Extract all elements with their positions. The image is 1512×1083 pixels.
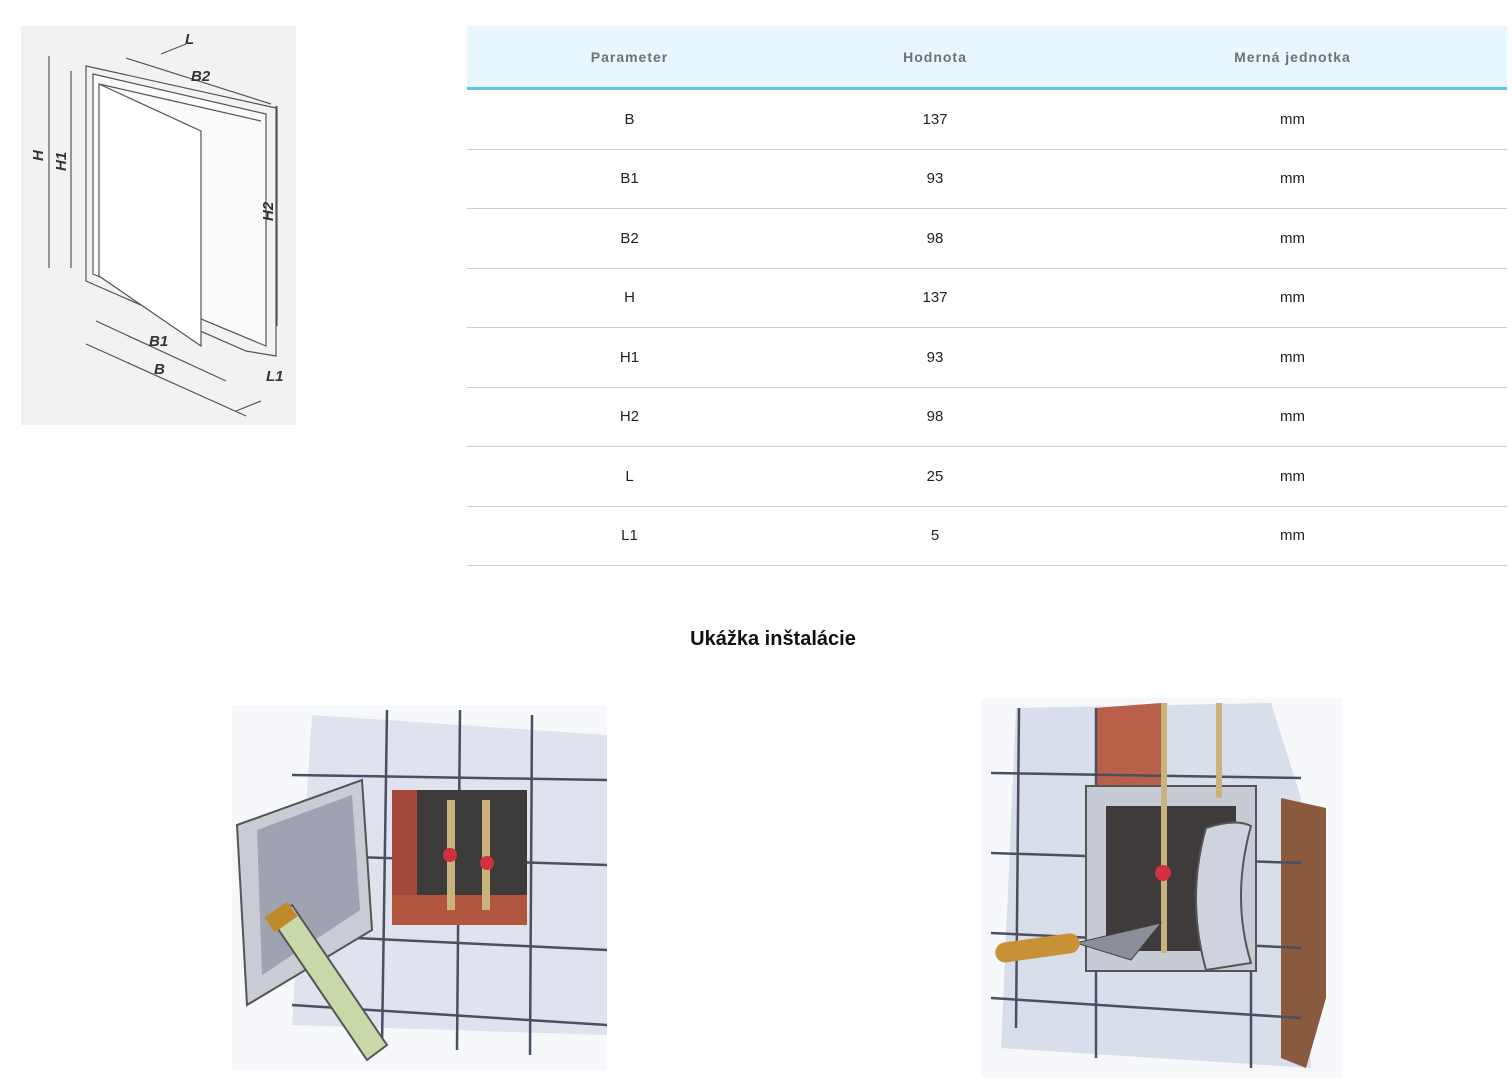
cell-parameter: H1 <box>467 327 792 388</box>
installation-image-sealant <box>232 705 608 1070</box>
label-l1: L1 <box>266 368 284 385</box>
cell-value: 137 <box>792 268 1078 328</box>
cell-parameter: H2 <box>467 387 792 447</box>
cell-unit: mm <box>1078 387 1507 447</box>
label-h: H <box>30 149 47 161</box>
cell-value: 5 <box>792 506 1078 566</box>
cell-unit: mm <box>1078 208 1507 269</box>
label-b1: B1 <box>149 333 168 350</box>
label-b2: B2 <box>191 68 211 85</box>
cell-parameter: L <box>467 446 792 507</box>
header-parameter: Parameter <box>467 26 792 90</box>
cell-unit: mm <box>1078 149 1507 209</box>
label-h2: H2 <box>260 201 277 221</box>
cell-unit: mm <box>1078 446 1507 507</box>
header-value: Hodnota <box>792 26 1078 90</box>
installation-title: Ukážka inštalácie <box>690 628 856 650</box>
cell-value: 93 <box>792 149 1078 209</box>
dimension-diagram: H H1 H2 B2 L B1 B L1 <box>21 26 296 425</box>
label-h1: H1 <box>53 152 70 171</box>
header-unit: Merná jednotka <box>1078 26 1507 90</box>
cell-parameter: L1 <box>467 506 792 566</box>
label-b: B <box>154 361 165 378</box>
installation-image-trowel <box>981 698 1343 1078</box>
cell-parameter: B1 <box>467 149 792 209</box>
cell-parameter: B2 <box>467 208 792 269</box>
cell-value: 137 <box>792 88 1078 150</box>
cell-unit: mm <box>1078 327 1507 388</box>
table-header-row: Parameter Hodnota Merná jednotka <box>467 26 1507 90</box>
cell-unit: mm <box>1078 506 1507 566</box>
cell-parameter: B <box>467 88 792 150</box>
cell-value: 98 <box>792 208 1078 269</box>
cell-unit: mm <box>1078 268 1507 328</box>
cell-value: 93 <box>792 327 1078 388</box>
cell-unit: mm <box>1078 88 1507 150</box>
cell-parameter: H <box>467 268 792 328</box>
label-l: L <box>185 31 194 48</box>
cell-value: 98 <box>792 387 1078 447</box>
cell-value: 25 <box>792 446 1078 507</box>
